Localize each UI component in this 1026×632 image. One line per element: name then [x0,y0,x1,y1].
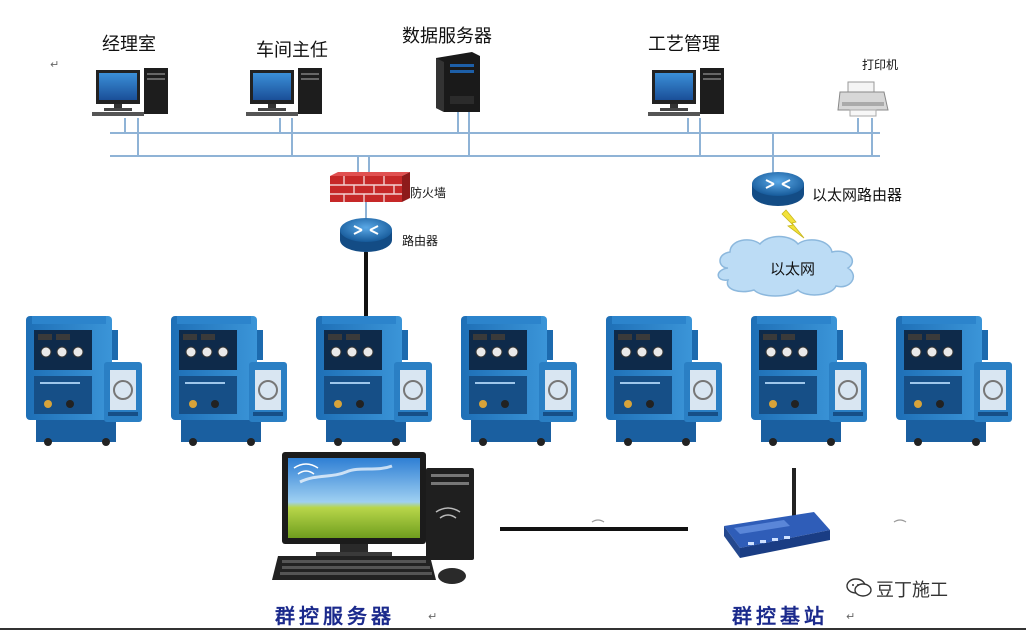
welding-machines [26,316,1012,446]
label-data-server: 数据服务器 [402,26,492,47]
network-bus [110,112,880,322]
paragraph-mark: ↵ [428,610,438,623]
label-workshop-director: 车间主任 [256,40,328,61]
wireless-link-icon [781,209,805,239]
group-control-base-station-icon [724,468,830,558]
welding-machine-icon [461,316,577,446]
manager-office-computer-icon [92,68,168,116]
label-ethernet-router: 以太网路由器 [812,186,903,204]
label-router: 路由器 [402,234,439,248]
paragraph-mark: ↵ [846,610,856,623]
welding-machine-icon [896,316,1012,446]
wechat-icon [846,578,872,597]
label-ethernet-cloud: 以太网 [770,260,816,278]
paragraph-mark: ↵ [50,58,60,71]
label-group-control-server: 群控服务器 [275,604,395,628]
ethernet-cloud-icon [717,235,854,297]
firewall-icon [330,172,410,202]
label-process-management: 工艺管理 [648,34,720,55]
welding-machine-icon [26,316,142,446]
welding-machine-icon [316,316,432,446]
bottom-border [0,628,1026,630]
ethernet-router-icon [752,172,804,206]
workshop-director-computer-icon [246,68,322,116]
watermark-text: 豆丁施工 [876,580,948,601]
router-icon [340,218,392,252]
printer-icon [837,81,889,117]
label-group-control-base-station: 群控基站 [732,604,828,628]
data-server-icon [436,52,480,112]
process-management-computer-icon [648,68,724,116]
welding-machine-icon [606,316,722,446]
label-manager-office: 经理室 [102,34,156,55]
welding-machine-icon [751,316,867,446]
label-firewall: 防火墙 [410,186,447,200]
group-control-server-computer-icon [272,452,474,584]
welding-machine-icon [171,316,287,446]
label-printer: 打印机 [862,58,899,72]
